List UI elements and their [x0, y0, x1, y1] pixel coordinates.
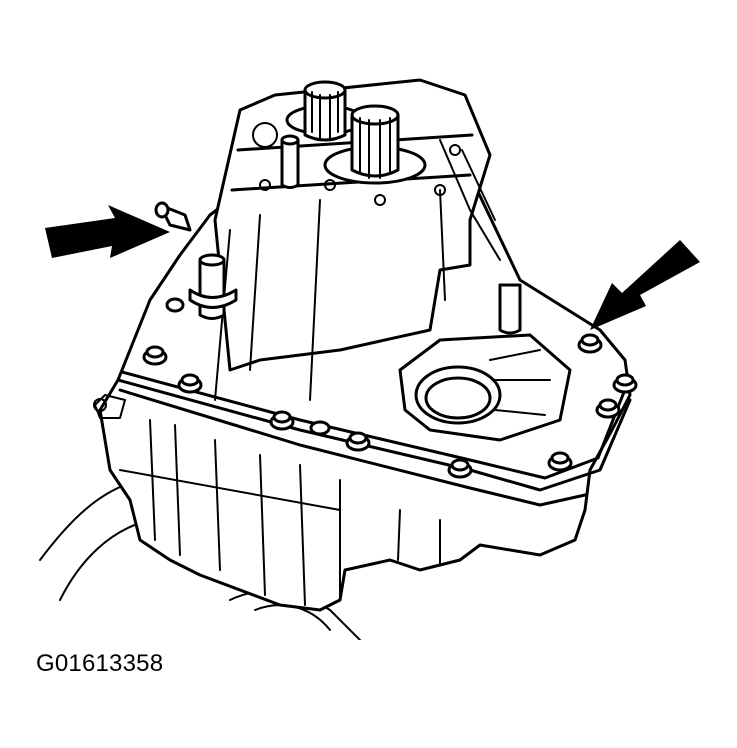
bolt — [177, 373, 203, 394]
bolt — [577, 333, 603, 354]
bolt — [269, 410, 295, 431]
bolt — [447, 458, 473, 479]
output-shafts — [280, 80, 427, 189]
mounting-studs — [154, 201, 522, 335]
bolt — [309, 420, 331, 436]
arrow-left-icon — [45, 205, 170, 258]
bolt — [595, 398, 621, 419]
seal-bore — [398, 333, 572, 442]
bolt — [142, 345, 168, 366]
arrow-right-icon — [590, 240, 700, 330]
bolt — [612, 373, 638, 394]
flange-bolts — [142, 297, 638, 479]
bolt — [345, 431, 371, 452]
bolt — [165, 297, 185, 313]
transmission-drawing — [39, 78, 700, 640]
figure-caption: G01613358 — [36, 650, 164, 677]
bolt — [547, 451, 573, 472]
